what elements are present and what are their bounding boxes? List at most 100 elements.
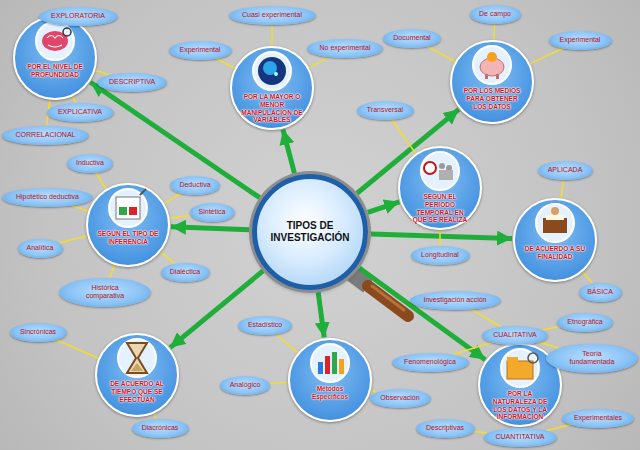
icon-part xyxy=(258,57,286,85)
leaf-ellipse: Histórica comparativa xyxy=(59,278,151,307)
leaf-label: Sintética xyxy=(199,208,226,216)
leader-line xyxy=(561,179,564,198)
leaf-label: Etnográfica xyxy=(567,318,602,326)
leaf-label: EXPLICATIVA xyxy=(58,108,102,116)
icon-part xyxy=(496,74,499,79)
leaf-label: Estadístico xyxy=(248,321,282,329)
leader-line xyxy=(427,46,455,62)
category-label: POR LOS MEDIOS PARA OBTENER LOS DATOS xyxy=(461,87,523,110)
category-label: POR LA NATURALEZA DE LOS DATOS Y LA INFO… xyxy=(489,390,551,421)
icon-disc xyxy=(311,344,349,382)
leaf-ellipse: Dialéctica xyxy=(161,263,210,282)
category-icon xyxy=(450,40,534,124)
category-label: Métodos Específicos xyxy=(299,385,361,401)
leaf-ellipse: Deductiva xyxy=(170,176,220,195)
leader-line xyxy=(154,414,156,419)
category-label: DE ACUERDO A SU FINALIDAD xyxy=(524,245,586,261)
branch-arrow xyxy=(359,268,485,360)
leaf-label: Documental xyxy=(393,34,430,42)
icon-part xyxy=(551,207,559,215)
leader-line xyxy=(110,265,114,278)
category-circle: SEGÚN EL TIPO DE INFERENCIA xyxy=(86,183,170,267)
leaf-ellipse: Longitudinal xyxy=(411,246,470,265)
category-label: SEGÚN EL TIPO DE INFERENCIA xyxy=(97,230,159,246)
leaf-ellipse: Diacrónicas xyxy=(132,419,189,438)
leader-line xyxy=(59,236,87,243)
leader-line xyxy=(96,172,106,189)
leaf-ellipse: EXPLICATIVA xyxy=(47,103,114,122)
category-label: POR EL NIVEL DE PROFUNDIDAD xyxy=(24,63,86,79)
leaf-ellipse: Investigación acción xyxy=(410,291,501,310)
leader-line xyxy=(309,57,329,68)
leaf-ellipse: Sincrónicas xyxy=(10,323,67,342)
leaf-label: No experimental xyxy=(320,44,371,52)
leaf-label: Experimental xyxy=(180,46,221,54)
leader-line xyxy=(538,342,559,348)
leaf-label: Longitudinal xyxy=(421,251,459,259)
icon-part xyxy=(487,52,497,62)
leaf-label: Fenomenológica xyxy=(404,358,456,366)
leader-line xyxy=(170,215,191,218)
leader-line xyxy=(470,309,500,327)
icon-part xyxy=(507,361,533,379)
category-label: POR LA MAYOR O MENOR MANIPULACIÓN DE VAR… xyxy=(241,93,303,124)
leaf-label: Inductiva xyxy=(76,159,104,167)
leaf-ellipse: Inductiva xyxy=(67,154,113,173)
leaf-label: BÁSICA xyxy=(587,288,613,296)
category-circle: DE ACUERDO A SU FINALIDAD xyxy=(513,198,597,282)
leaf-label: Hipotético deductiva xyxy=(16,193,79,201)
leaf-label: EXPLORATORIA xyxy=(51,12,105,20)
leaf-label: Deductiva xyxy=(179,181,210,189)
leaf-label: Teoría fundamentada xyxy=(560,350,624,366)
leaf-label: Cuasi experimental xyxy=(242,11,302,19)
branch-arrow xyxy=(371,234,512,239)
icon-part xyxy=(325,356,330,374)
icon-disc xyxy=(109,189,147,227)
leaf-ellipse: Fenomenológica xyxy=(392,353,469,372)
leader-line xyxy=(73,96,76,102)
icon-part xyxy=(47,36,63,48)
leaf-ellipse: Teoría fundamentada xyxy=(546,344,638,373)
leaf-ellipse: Analógico xyxy=(220,376,270,395)
leaf-label: CUANTITATIVA xyxy=(496,433,545,441)
icon-disc xyxy=(536,204,574,242)
icon-part xyxy=(439,170,453,180)
leaf-ellipse: No experimental xyxy=(307,39,383,58)
leaf-ellipse: Estadístico xyxy=(238,316,292,335)
icon-part xyxy=(318,362,323,374)
category-icon xyxy=(95,333,179,417)
leader-line xyxy=(582,272,592,283)
branch-arrow xyxy=(318,292,324,337)
leaf-label: Experimentales xyxy=(574,414,622,422)
branch-arrow xyxy=(283,130,294,173)
leaf-ellipse: CUANTITATIVA xyxy=(484,428,557,447)
icon-part xyxy=(507,357,518,362)
leaf-ellipse: CUALITATIVA xyxy=(482,326,548,345)
leader-line xyxy=(271,25,273,47)
leaf-label: CORRELACIONAL xyxy=(16,131,76,139)
icon-part xyxy=(274,72,278,76)
leaf-ellipse: EXPLORATORIA xyxy=(39,7,118,26)
icon-part xyxy=(424,162,436,174)
leaf-label: Dialéctica xyxy=(170,268,200,276)
leaf-ellipse: Etnográfica xyxy=(557,313,613,332)
leader-line xyxy=(275,334,298,353)
leaf-ellipse: Transversal xyxy=(357,101,414,120)
icon-part xyxy=(140,189,146,195)
leader-line xyxy=(543,327,561,330)
icon-part xyxy=(543,218,567,233)
icon-part xyxy=(546,215,564,220)
leaf-label: APLICADA xyxy=(548,166,583,174)
map-title: TIPOS DE INVESTIGACIÓN xyxy=(264,220,356,244)
leaf-label: Transversal xyxy=(367,106,403,114)
leaf-label: Descriptivas xyxy=(426,424,464,432)
leader-line xyxy=(270,382,288,383)
leader-line xyxy=(95,70,109,74)
leaf-label: CUALITATIVA xyxy=(493,331,537,339)
leader-line xyxy=(71,205,88,211)
leader-line xyxy=(530,48,563,64)
branch-arrow xyxy=(171,227,249,230)
leaf-label: Sincrónicas xyxy=(20,328,56,336)
icon-part xyxy=(63,28,71,36)
